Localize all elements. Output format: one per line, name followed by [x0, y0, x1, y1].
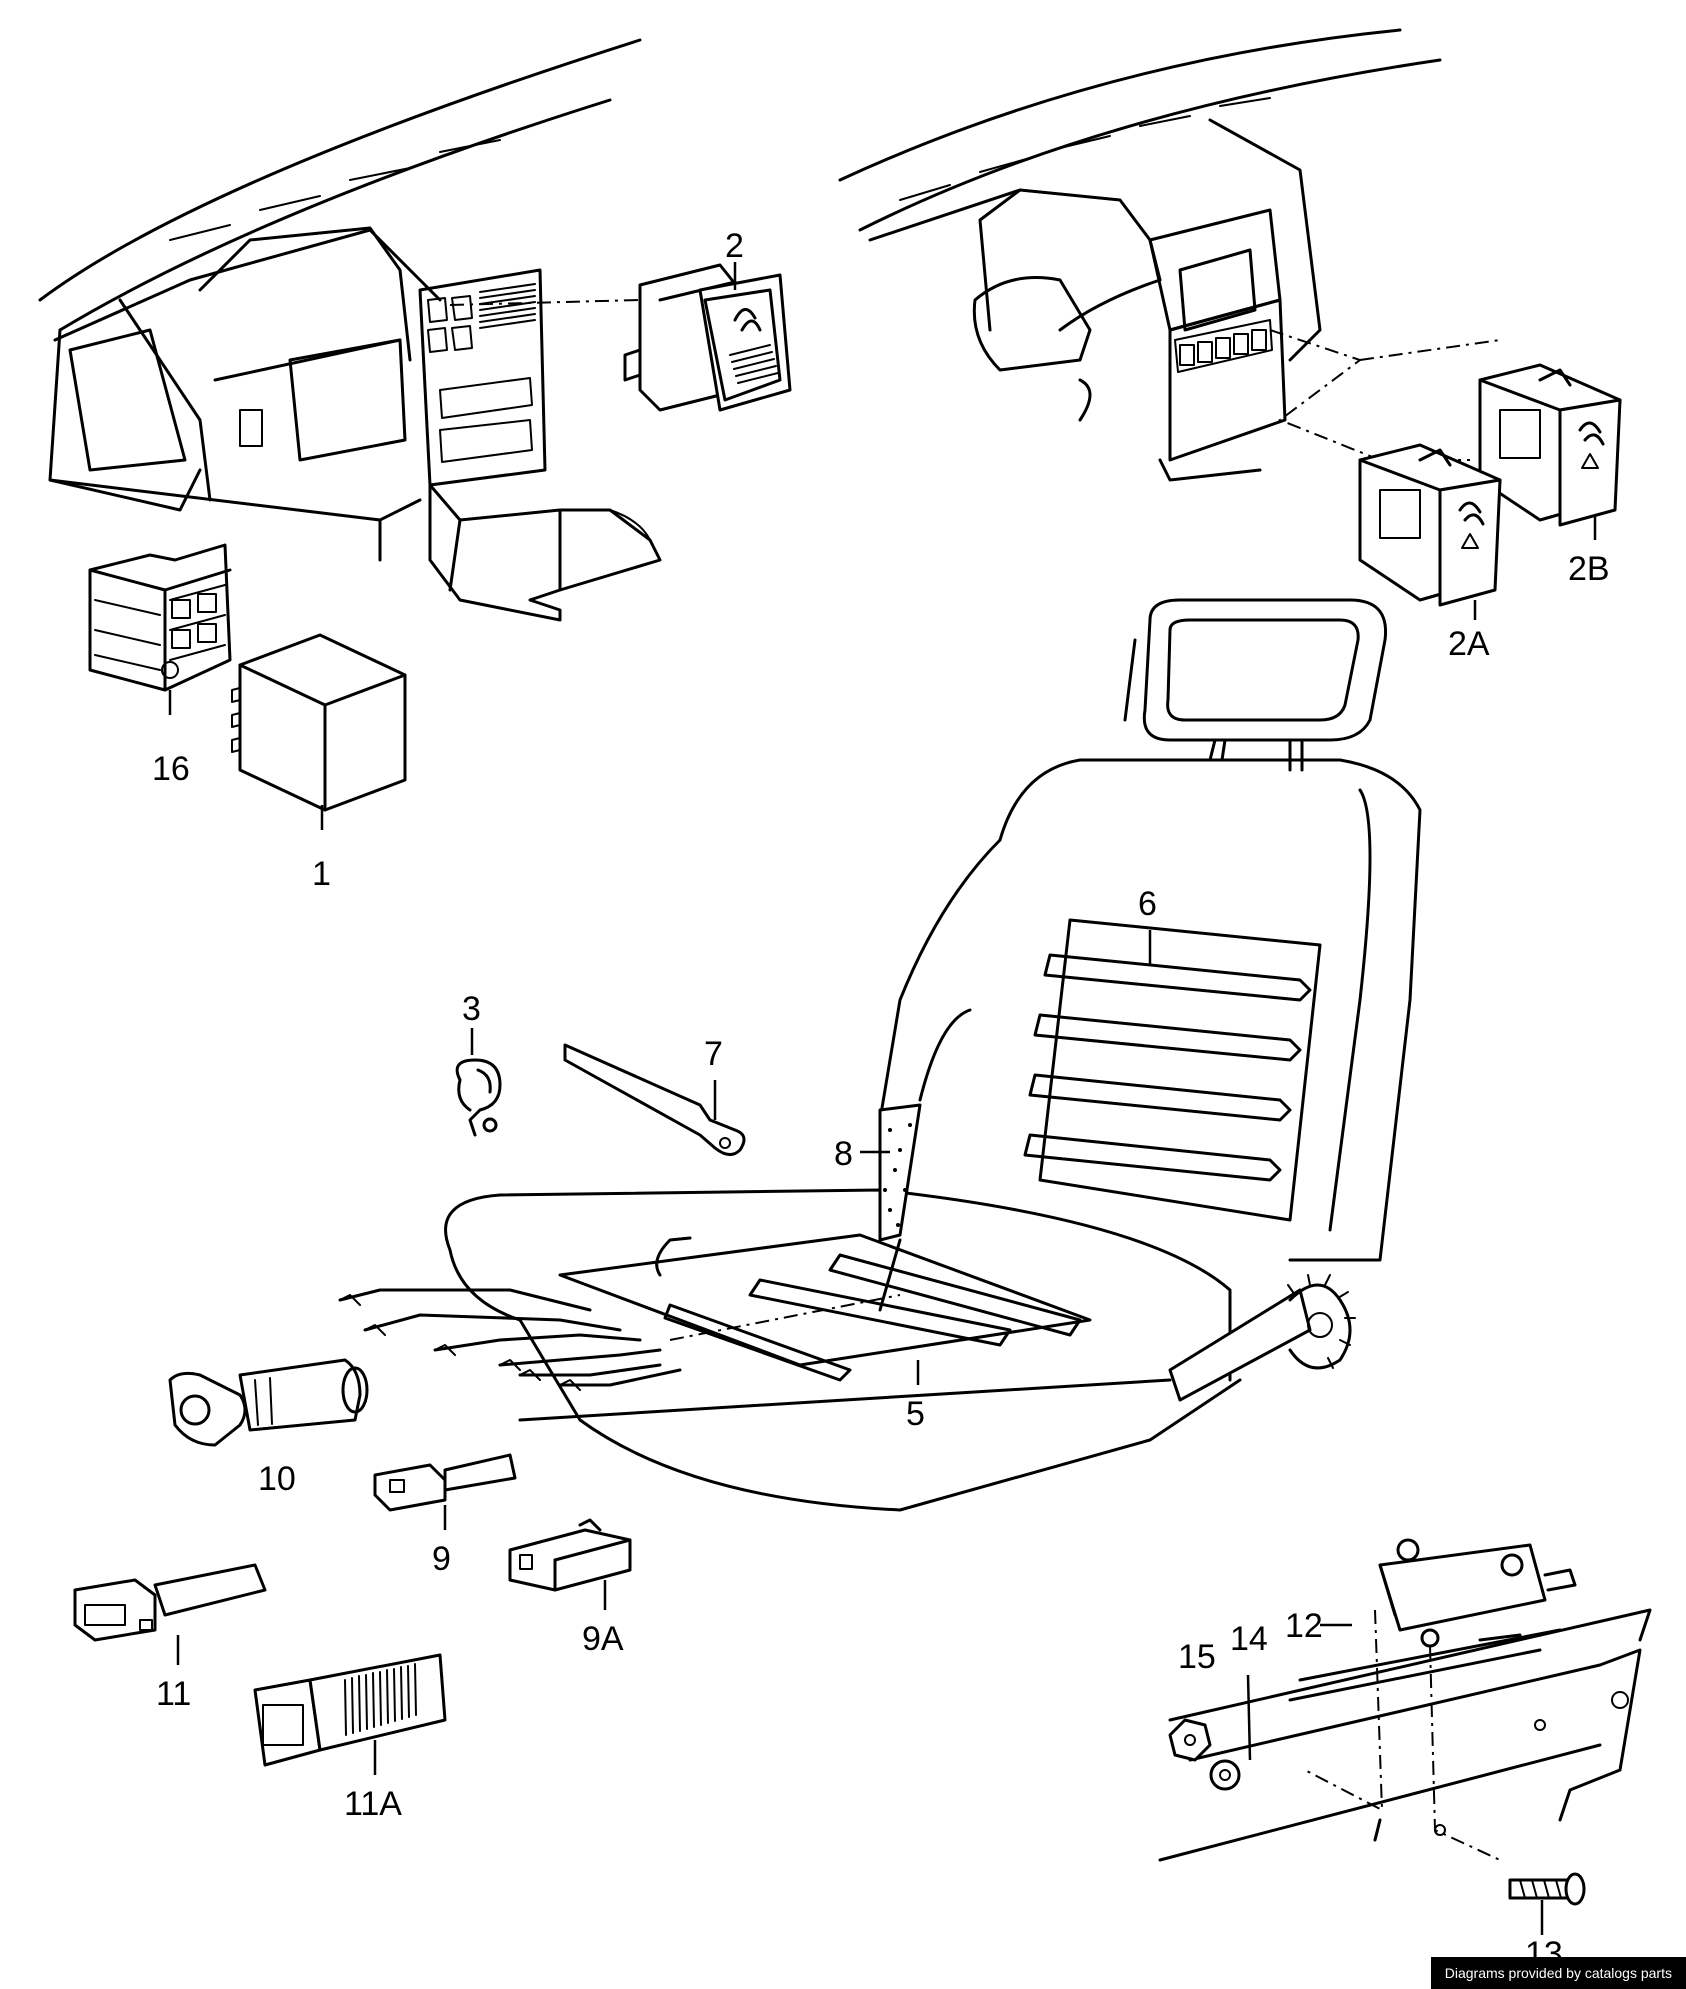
callout-15: 15: [1178, 1638, 1216, 1676]
callout-8: 8: [834, 1135, 853, 1173]
part-7-cable-tie: [563, 1043, 746, 1156]
part-13-screw: [1508, 1872, 1586, 1906]
callout-2: 2: [725, 227, 744, 265]
callout-11: 11: [156, 1675, 191, 1713]
part-1-relay: [231, 633, 407, 812]
callout-5: 5: [906, 1395, 925, 1433]
part-3-clip: [455, 1058, 502, 1137]
part-2a-switch: [1358, 443, 1502, 607]
callout-11a: 11A: [344, 1785, 402, 1823]
part-11a-connector: [253, 1653, 447, 1767]
part-14-washer: [1209, 1759, 1241, 1791]
dashboard-right-illustration: [838, 28, 1501, 482]
credit-banner: Diagrams provided by catalogs parts: [1430, 1957, 1686, 1989]
seat-illustration: [338, 598, 1422, 1512]
part-2-switch: [623, 263, 792, 412]
callout-9: 9: [432, 1540, 451, 1578]
seat-rail-bracket: [1158, 1608, 1652, 1862]
callout-2b: 2B: [1568, 550, 1610, 588]
callout-9a: 9A: [582, 1620, 624, 1658]
part-10-connector: [168, 1358, 369, 1447]
callout-12: 12: [1285, 1607, 1323, 1645]
leader-lines: [168, 262, 1597, 1935]
part-15-nut: [1168, 1718, 1212, 1762]
callout-14: 14: [1230, 1620, 1268, 1658]
callout-10: 10: [258, 1460, 296, 1498]
part-2b-switch: [1478, 363, 1622, 527]
dashboard-left-illustration: [38, 38, 662, 622]
callout-labels: 2 16 1 2B 2A 3 7 6 8 5 10 9 9A 11 11A 12…: [152, 227, 1610, 1973]
part-11-connector: [73, 1563, 267, 1642]
callout-1: 1: [312, 855, 331, 893]
part-9a-connector: [508, 1518, 632, 1592]
callout-7: 7: [704, 1035, 723, 1073]
part-16-relay-socket: [88, 543, 232, 692]
callout-6: 6: [1138, 885, 1157, 923]
callout-2a: 2A: [1448, 625, 1490, 663]
callout-3: 3: [462, 990, 481, 1028]
callout-16: 16: [152, 750, 190, 788]
part-9-connector: [373, 1453, 517, 1512]
part-12-microswitch: [1378, 1538, 1577, 1648]
